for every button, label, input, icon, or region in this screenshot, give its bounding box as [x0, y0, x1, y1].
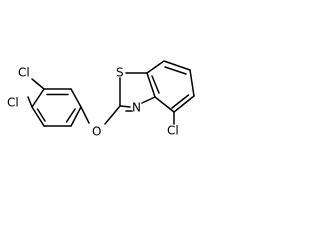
- oxygen-atom: O: [92, 125, 101, 139]
- bond: [70, 88, 82, 108]
- bond-ring-to-o: [80, 106, 90, 124]
- chlorine-atom-top: Cl: [18, 66, 30, 80]
- bond: [146, 60, 165, 74]
- dichlorophenyl-ring: [31, 88, 82, 127]
- chlorine-atom-right: Cl: [167, 124, 179, 138]
- bond: [119, 105, 131, 108]
- chlorine-atom-bottom: Cl: [7, 96, 19, 110]
- benzo-ring: [146, 60, 195, 113]
- bond: [31, 106, 45, 127]
- bond-to-cl-top: [31, 78, 45, 90]
- aromatic-bond: [36, 108, 46, 122]
- bond: [70, 106, 82, 127]
- bond: [146, 72, 156, 98]
- bond-o-to-c2: [104, 105, 121, 125]
- thiazole-ring: [119, 72, 156, 112]
- chemical-structure-diagram: Cl Cl O S N Cl: [7, 60, 195, 139]
- aromatic-bond: [65, 108, 76, 123]
- bond: [154, 96, 175, 113]
- bond: [189, 69, 195, 97]
- bond: [173, 95, 195, 113]
- bond: [141, 96, 156, 104]
- sulfur-atom: S: [116, 66, 124, 80]
- aromatic-bond: [171, 94, 190, 109]
- aromatic-bond: [151, 75, 160, 94]
- nitrogen-atom: N: [132, 101, 141, 115]
- bond: [31, 88, 45, 108]
- aromatic-bond: [164, 66, 187, 75]
- bond-to-cl-bottom: [27, 96, 33, 108]
- bond: [163, 60, 191, 71]
